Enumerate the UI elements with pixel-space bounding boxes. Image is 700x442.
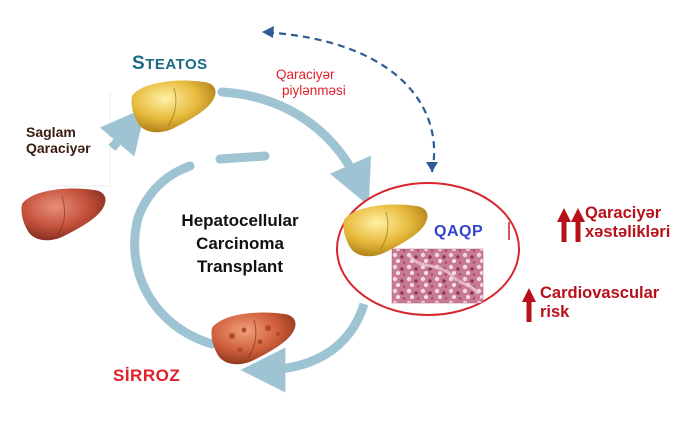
up-arrow-icon <box>571 208 585 242</box>
label-hcc-line3: Transplant <box>197 256 283 276</box>
label-line-saglam-2: Qaraciyər <box>26 140 91 157</box>
label-line-risk2-1: Cardiovascular <box>540 284 660 302</box>
dashed-arrow-head-steatosis <box>262 26 274 38</box>
arrow-healthy-to-steatosis <box>99 107 146 157</box>
histology-image <box>391 248 484 304</box>
dashed-arrow-head-nafld <box>426 162 438 172</box>
label-steatosis-rest: TEATOS <box>145 56 208 73</box>
arc-cirrhosis-to-hcc <box>130 161 217 349</box>
label-line-steatos-sub-2: piylənməsi <box>282 82 346 98</box>
label-hcc-line1: Hepatocellular <box>181 211 299 230</box>
label-line-risk2-2: risk <box>540 302 570 321</box>
arrow-steatosis-to-nafld <box>217 87 371 206</box>
label-line-saglam-1: Saglam <box>26 124 76 140</box>
arc-hcc-dash <box>215 151 270 164</box>
dashed-reversible-arrow <box>261 30 436 173</box>
arrow-nafld-to-cirrhosis <box>240 302 369 393</box>
label-cirrhosis: SİRROZ <box>113 366 181 385</box>
nafld-liver-icon <box>343 204 428 257</box>
cirrhotic-liver-icon <box>211 312 296 365</box>
label-nafld: QAQP <box>434 223 484 240</box>
fatty-liver-icon <box>131 80 216 133</box>
label-steatosis: STEATOS <box>132 53 208 75</box>
label-line-risk1-1: Qaraciyər <box>585 204 662 222</box>
up-arrow-icon <box>522 288 536 322</box>
label-steatosis-initial: S <box>132 53 146 74</box>
up-arrow-icon <box>557 208 571 242</box>
label-line-steatos-sub-1: Qaraciyər <box>276 67 335 82</box>
label-hcc-line2: Carcinoma <box>196 233 284 253</box>
label-line-risk1-2: xəstəlikləri <box>585 222 671 241</box>
label-cardiovascular-risk: Cardiovascular risk <box>540 284 659 322</box>
healthy-liver-icon <box>21 188 106 241</box>
label-hcc-transplant: Hepatocellular Carcinoma Transplant <box>160 210 320 279</box>
